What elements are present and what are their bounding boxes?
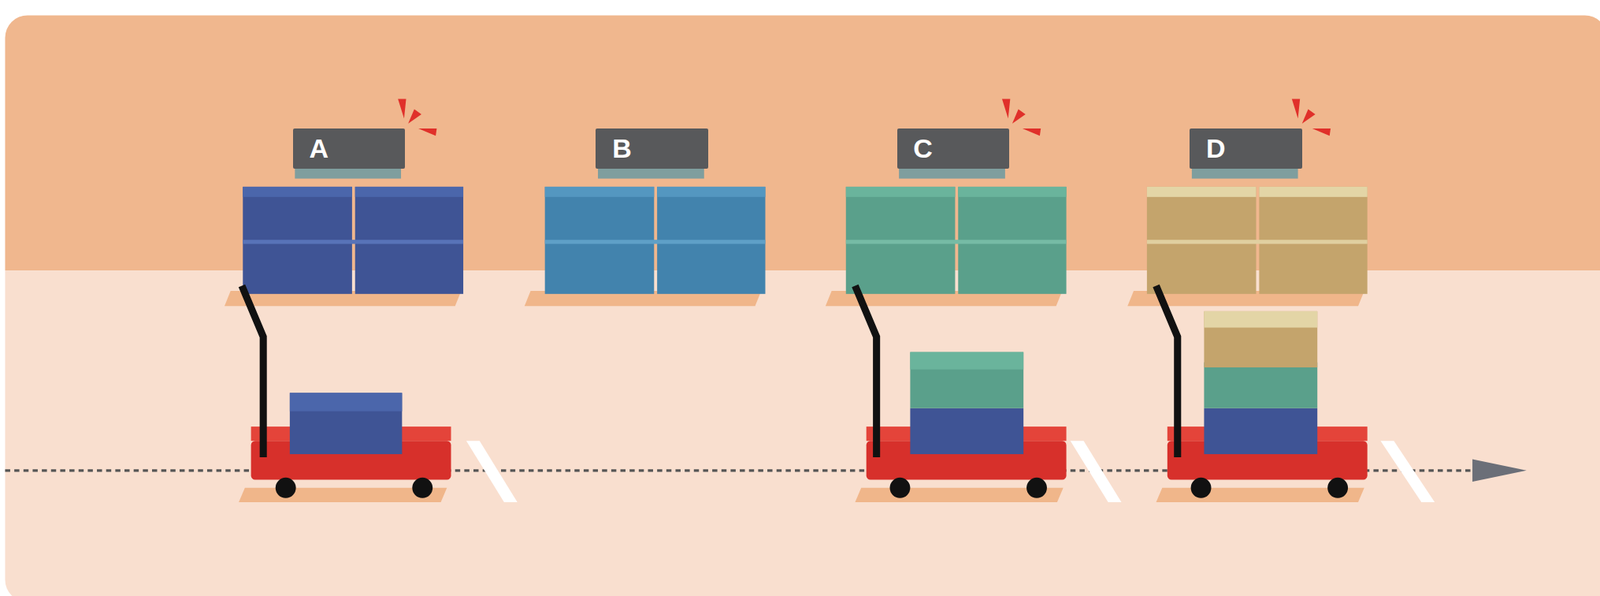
panel-letter: B [612,134,632,162]
indicator-panel: A [293,128,405,169]
panel-letter: C [913,134,933,162]
indicator-panel: C [897,128,1010,169]
indicator-panel: B [595,128,708,169]
panel-letter: D [1206,134,1226,162]
carts [238,285,1368,502]
indicator-panel: D [1189,128,1302,169]
panel-letter: A [308,134,329,162]
background [4,14,1600,596]
indicator-details [294,99,1331,179]
shelf-boxes [224,186,1368,306]
